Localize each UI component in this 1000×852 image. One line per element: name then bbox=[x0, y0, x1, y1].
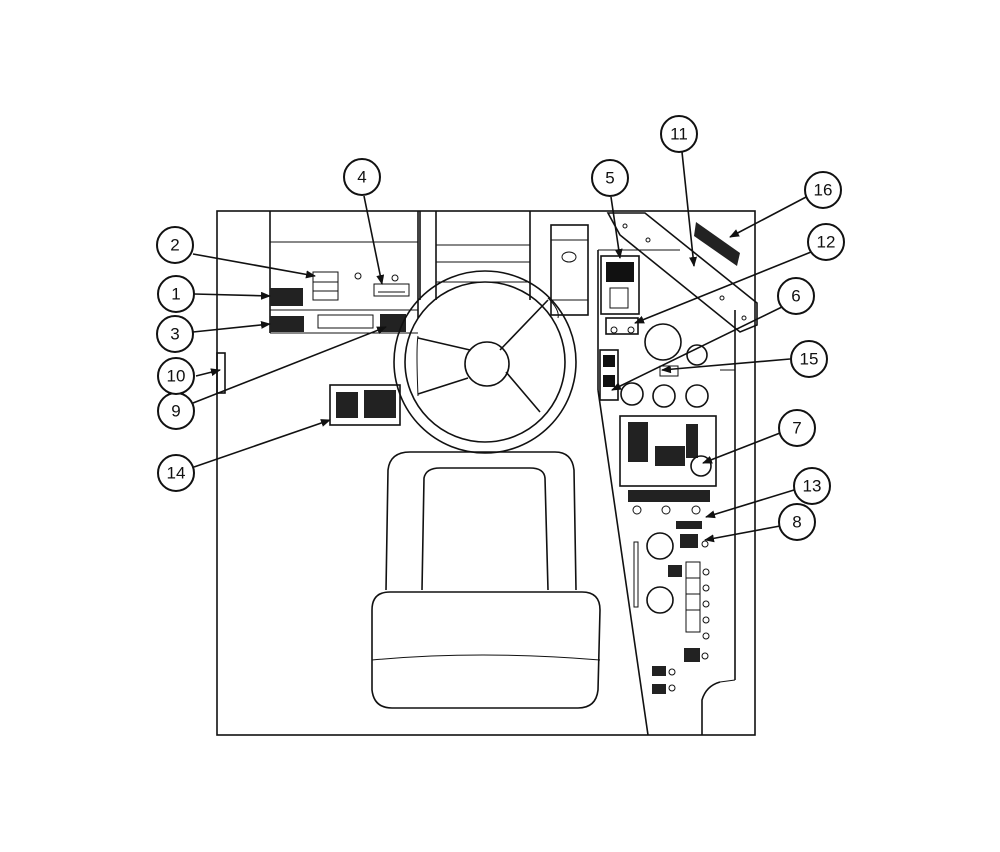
operator-seat bbox=[371, 451, 601, 709]
callout-14: 14 bbox=[157, 454, 195, 492]
callout-7-label: 7 bbox=[792, 419, 801, 438]
callout-6-label: 6 bbox=[791, 287, 800, 306]
callout-1: 1 bbox=[157, 275, 195, 313]
callout-4-label: 4 bbox=[357, 168, 366, 187]
right-control-console bbox=[597, 249, 736, 736]
column-bracket bbox=[550, 224, 589, 316]
callout-3: 3 bbox=[156, 315, 194, 353]
callout-9-label: 9 bbox=[171, 402, 180, 421]
callout-13-label: 13 bbox=[803, 477, 822, 496]
callout-16-label: 16 bbox=[814, 181, 833, 200]
callout-4: 4 bbox=[343, 158, 381, 196]
callout-5: 5 bbox=[591, 159, 629, 197]
callout-7: 7 bbox=[778, 409, 816, 447]
leader-lines bbox=[192, 151, 817, 543]
callout-16: 16 bbox=[804, 171, 842, 209]
callout-13: 13 bbox=[793, 467, 831, 505]
callout-2: 2 bbox=[156, 226, 194, 264]
callout-1-label: 1 bbox=[171, 285, 180, 304]
callout-10-label: 10 bbox=[167, 367, 186, 386]
callout-15: 15 bbox=[790, 340, 828, 378]
front-dash-panel bbox=[269, 211, 419, 334]
floor-plate bbox=[216, 210, 756, 736]
callout-5-label: 5 bbox=[605, 169, 614, 188]
steering-wheel bbox=[393, 270, 577, 454]
callout-12-label: 12 bbox=[817, 233, 836, 252]
side-decal-10 bbox=[216, 352, 226, 394]
floor-decal-14 bbox=[329, 384, 401, 426]
callout-3-label: 3 bbox=[170, 325, 179, 344]
callout-9: 9 bbox=[157, 392, 195, 430]
callout-10: 10 bbox=[157, 357, 195, 395]
callout-6: 6 bbox=[777, 277, 815, 315]
callout-12: 12 bbox=[807, 223, 845, 261]
callout-11-label: 11 bbox=[670, 125, 688, 144]
callout-11: 11 bbox=[660, 115, 698, 153]
callout-14-label: 14 bbox=[167, 464, 186, 483]
callout-15-label: 15 bbox=[800, 350, 819, 369]
rops-plate bbox=[606, 212, 758, 333]
callout-8: 8 bbox=[778, 503, 816, 541]
callout-2-label: 2 bbox=[170, 236, 179, 255]
callout-8-label: 8 bbox=[792, 513, 801, 532]
